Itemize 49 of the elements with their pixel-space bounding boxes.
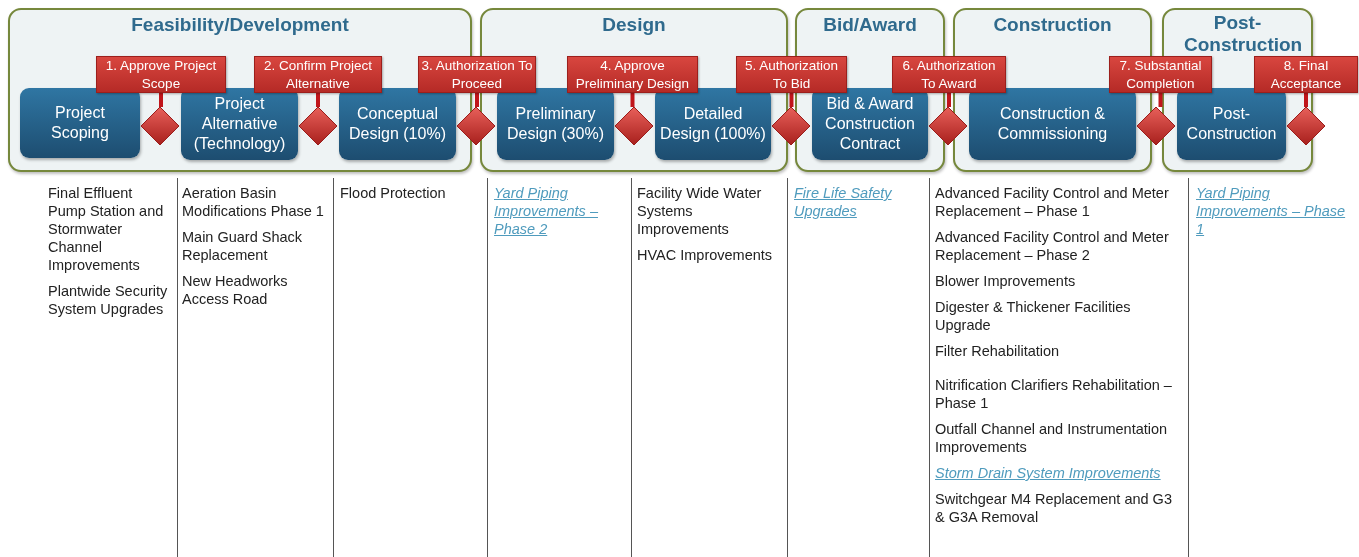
milestone-stem [159, 93, 163, 107]
project-item: Switchgear M4 Replacement and G3 & G3A Removal [935, 490, 1173, 526]
milestone-stem [947, 93, 951, 107]
phase-title: Feasibility/Development [130, 14, 350, 36]
milestone-stem [789, 93, 794, 107]
milestone-stem [1158, 93, 1163, 107]
milestone-diamond [141, 107, 179, 145]
phase-title: Bid/Award [822, 14, 918, 36]
project-item: Filter Rehabilitation [935, 342, 1061, 360]
milestone-diamond [772, 107, 810, 145]
project-item: Final Effluent Pump Station and Stormwater Channel Improvements [48, 184, 165, 274]
project-item: Digester & Thickener Facilities Upgrade [935, 298, 1132, 334]
milestone-stem [316, 93, 320, 107]
project-item: Nitrification Clarifiers Rehabilitation – Phase 1 [935, 376, 1173, 412]
project-item: New Headworks Access Road [182, 272, 289, 308]
milestone-stem [475, 93, 479, 107]
milestone-diamond [615, 107, 653, 145]
project-link: Yard Piping Improvements – Phase 1 [1196, 184, 1346, 238]
milestone-label: 2. Confirm Project Alternative [254, 56, 382, 93]
milestone-diamond [1287, 107, 1325, 145]
project-link: Storm Drain System Improvements [935, 464, 1162, 482]
project-item: Aeration Basin Modifications Phase 1 [182, 184, 325, 220]
milestone-diamond [457, 107, 495, 145]
project-item: Advanced Facility Control and Meter Replacement – Phase 1 [935, 184, 1170, 220]
milestone-label: 5. Authorization To Bid [736, 56, 847, 93]
milestone-stem [630, 93, 635, 107]
project-item: Flood Protection [340, 184, 447, 202]
project-item: Facility Wide Water Systems Improvements [637, 184, 763, 238]
milestone-label: 3. Authorization To Proceed [418, 56, 536, 93]
project-item: Plantwide Security System Upgrades [48, 282, 169, 318]
project-item: Main Guard Shack Replacement [182, 228, 304, 264]
phase-title: Post-Construction [1183, 12, 1304, 56]
project-item: Blower Improvements [935, 272, 1077, 290]
milestone-diamond [299, 107, 337, 145]
phase-title: Construction [992, 14, 1113, 36]
project-item: Advanced Facility Control and Meter Replacement – Phase 2 [935, 228, 1170, 264]
phase-title: Design [601, 14, 667, 36]
milestone-label: 7. Substantial Completion [1109, 56, 1212, 93]
milestone-label: 6. Authorization To Award [892, 56, 1006, 93]
project-item: Outfall Channel and Instrumentation Improvements [935, 420, 1169, 456]
milestone-label: 8. Final Acceptance [1254, 56, 1358, 93]
milestone-diamond [1137, 107, 1175, 145]
milestone-diamond [929, 107, 967, 145]
project-link: Yard Piping Improvements – Phase 2 [494, 184, 599, 238]
milestone-label: 4. Approve Preliminary Design [567, 56, 698, 93]
project-link: Fire Life Safety Upgrades [794, 184, 893, 220]
project-item: HVAC Improvements [637, 246, 774, 264]
milestone-label: 1. Approve Project Scope [96, 56, 226, 93]
milestone-stem [1304, 93, 1308, 107]
